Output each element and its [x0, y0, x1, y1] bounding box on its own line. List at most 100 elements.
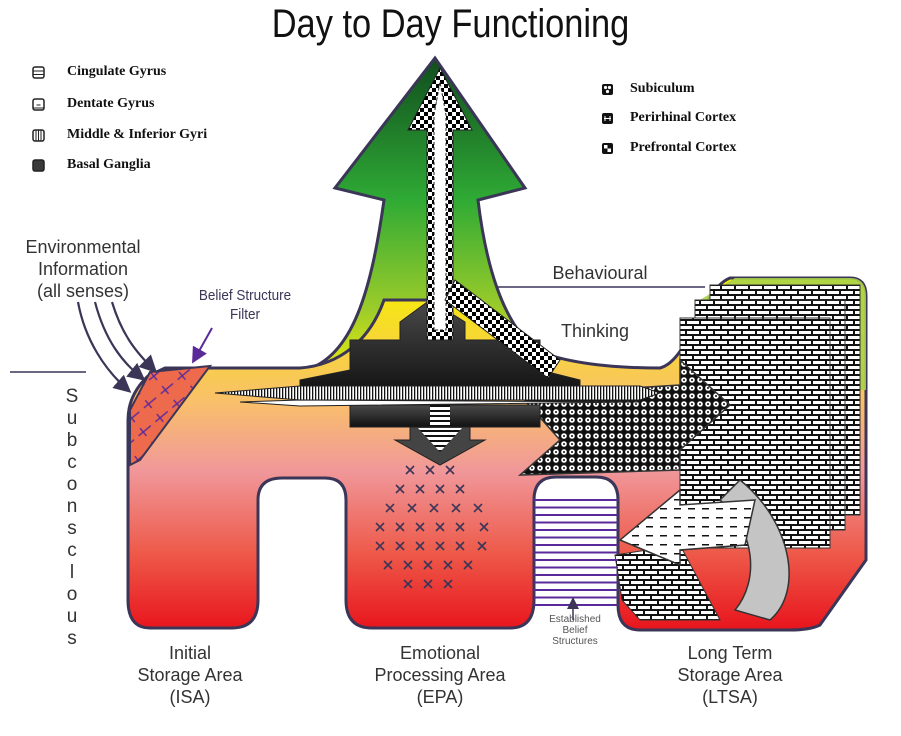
label-line: (all senses) [36, 281, 130, 301]
subconscious-letter: S [65, 386, 79, 407]
subconscious-letter: o [66, 584, 78, 605]
ltsa-label: Long Term Storage Area (LTSA) [650, 642, 810, 708]
epa-cross-mark [455, 522, 465, 532]
epa-cross-mark [479, 522, 489, 532]
subconscious-letter: n [66, 496, 78, 517]
legend-label: Cingulate Gyrus [67, 64, 167, 79]
filter-pointer-arrow [192, 327, 213, 364]
behavioural-label: Behavioural [552, 263, 648, 283]
subconscious-letter: s [67, 518, 77, 539]
label-line: (EPA) [416, 687, 464, 707]
checkerboard-pattern-icon [602, 142, 613, 154]
legend-item-prefrontal-cortex: Prefrontal Cortex [601, 140, 736, 156]
label-line: Belief [562, 625, 588, 636]
epa-cross-mark [423, 579, 433, 589]
subconscious-letter: o [66, 474, 78, 495]
thinking-label: Thinking [560, 321, 630, 341]
epa-cross-mark [435, 522, 445, 532]
epa-cross-mark [383, 560, 393, 570]
epa-cross-mark [455, 484, 465, 494]
epa-cross-mark [395, 522, 405, 532]
legend-item-cingulate-gyrus: Cingulate Gyrus [32, 64, 166, 80]
legend-label: Subiculum [630, 81, 695, 96]
epa-cross-mark [395, 541, 405, 551]
epa-cross-mark [443, 560, 453, 570]
epa-cross-mark [395, 484, 405, 494]
epa-cross-mark [445, 465, 455, 475]
label-line: Environmental [25, 237, 141, 257]
dentate-arrow [618, 488, 756, 567]
epa-cross-mark [375, 541, 385, 551]
middle-inferior-gyri-arrow [214, 385, 662, 401]
epa-cross-mark [429, 503, 439, 513]
vertical-lines-pattern-icon [32, 128, 45, 142]
epa-cross-mark [423, 560, 433, 570]
dash-pattern-icon [32, 97, 45, 111]
label-line: Filter [229, 306, 261, 323]
legend-item-dentate-gyrus: Dentate Gyrus [32, 96, 155, 112]
label-line: Information [37, 259, 129, 279]
label-line: Storage Area [137, 665, 243, 685]
brick-pattern-icon [602, 112, 613, 124]
epa-cross-mark [415, 541, 425, 551]
epa-cross-mark [443, 579, 453, 589]
epa-cross-mark [403, 560, 413, 570]
label-line: Initial [168, 643, 212, 663]
subiculum-arrow [517, 358, 732, 476]
epa-cross-mark [403, 579, 413, 589]
environment-arrow [93, 301, 146, 381]
epa-cross-mark [451, 503, 461, 513]
belief-structure-filter-label: Belief Structure Filter [187, 286, 304, 324]
label-line: Emotional [399, 643, 481, 663]
epa-label: Emotional Processing Area (EPA) [360, 642, 520, 708]
epa-cross-mark [385, 503, 395, 513]
isa-label: Initial Storage Area (ISA) [120, 642, 260, 708]
subconscious-letter: b [66, 430, 78, 451]
circles-pattern-icon [602, 83, 613, 95]
epa-markers [375, 465, 489, 589]
legend-item-subiculum: Subiculum [601, 81, 695, 97]
label-line: Long Term [687, 643, 773, 663]
subconscious-letter: u [66, 606, 78, 627]
environmental-information-label: Environmental Information (all senses) [8, 236, 158, 302]
belief-structure-filter [129, 364, 213, 467]
diagram-title: Day to Day Functioning [271, 2, 630, 46]
subconscious-letter: l [69, 562, 75, 583]
legend-item-perirhinal-cortex: Perirhinal Cortex [601, 110, 736, 126]
legend-item-basal-ganglia: Basal Ganglia [32, 157, 151, 173]
epa-cross-mark [455, 541, 465, 551]
environment-arrow [110, 301, 158, 374]
epa-cross-mark [415, 522, 425, 532]
subconscious-letter: c [67, 540, 77, 561]
epa-cross-mark [477, 541, 487, 551]
epa-cross-mark [425, 465, 435, 475]
subconscious-letter: u [66, 408, 78, 429]
legend-item-middle-inferior-gyri: Middle & Inferior Gyri [32, 127, 207, 143]
legend-label: Basal Ganglia [67, 157, 151, 172]
epa-cross-mark [407, 503, 417, 513]
subconscious-letter: s [67, 628, 77, 649]
subconscious-letter: c [67, 452, 77, 473]
legend-label: Prefrontal Cortex [630, 140, 737, 155]
epa-cross-mark [375, 522, 385, 532]
label-line: (LTSA) [702, 687, 758, 707]
label-line: Processing Area [374, 665, 506, 685]
epa-cross-mark [415, 484, 425, 494]
legend-label: Middle & Inferior Gyri [67, 127, 208, 142]
label-line: (ISA) [169, 687, 211, 707]
horizontal-lines-pattern-icon [32, 65, 45, 79]
epa-cross-mark [435, 484, 445, 494]
label-line: Storage Area [677, 665, 783, 685]
environment-arrow [76, 301, 132, 393]
legend-label: Dentate Gyrus [67, 96, 155, 111]
label-line: Belief Structure [198, 287, 292, 304]
epa-cross-mark [463, 560, 473, 570]
label-line: Structures [552, 636, 598, 647]
epa-cross-mark [405, 465, 415, 475]
epa-cross-mark [473, 503, 483, 513]
solid-dark-icon [32, 158, 45, 172]
legend-label: Perirhinal Cortex [630, 110, 737, 125]
established-belief-lines [534, 499, 618, 606]
